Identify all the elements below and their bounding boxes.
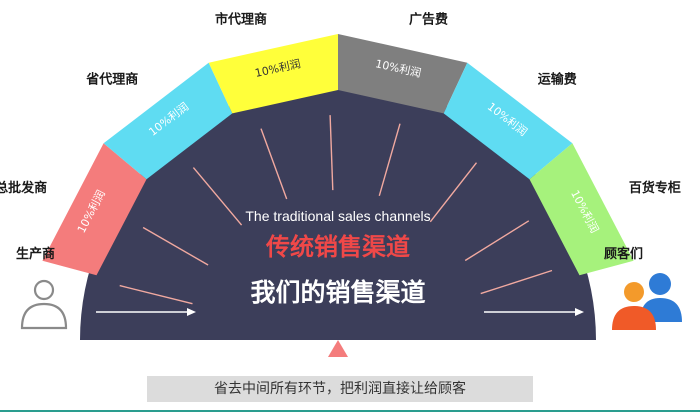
segment-block bbox=[443, 62, 573, 180]
ray-line bbox=[119, 284, 193, 305]
left-arrow bbox=[96, 308, 196, 316]
english-title: The traditional sales channels bbox=[245, 208, 430, 224]
right-arrow bbox=[484, 308, 584, 316]
channel-label: 总批发商 bbox=[0, 180, 47, 196]
pointer-triangle bbox=[328, 340, 348, 357]
ray-line bbox=[429, 162, 478, 223]
our-title: 我们的销售渠道 bbox=[250, 278, 425, 307]
ray-line bbox=[329, 115, 334, 191]
channel-label: 百货专柜 bbox=[629, 180, 681, 196]
channel-label: 广告费 bbox=[409, 11, 448, 27]
footer-banner bbox=[147, 376, 533, 402]
ray-line bbox=[464, 220, 530, 262]
customers-label: 顾客们 bbox=[604, 246, 643, 262]
customers-icon bbox=[612, 273, 682, 330]
ray-line bbox=[142, 226, 209, 266]
producer-label: 生产商 bbox=[16, 246, 55, 262]
channel-label: 省代理商 bbox=[85, 71, 138, 87]
person-outline-icon bbox=[20, 279, 68, 330]
channel-label: 市代理商 bbox=[215, 11, 267, 27]
segment-block bbox=[208, 34, 338, 114]
ray-line bbox=[480, 269, 553, 295]
segment-block bbox=[103, 62, 233, 180]
ray-line bbox=[192, 167, 243, 226]
traditional-title: 传统销售渠道 bbox=[265, 233, 410, 261]
channel-label: 运输费 bbox=[538, 71, 577, 87]
segment-block bbox=[529, 143, 634, 276]
segment-block bbox=[42, 143, 147, 276]
ray-line bbox=[260, 128, 288, 200]
segment-block bbox=[338, 34, 468, 114]
bottom-line bbox=[0, 410, 700, 412]
ray-line bbox=[378, 123, 401, 196]
footer-text: 省去中间所有环节，把利润直接让给顾客 bbox=[214, 380, 466, 397]
dome-background bbox=[80, 82, 596, 340]
